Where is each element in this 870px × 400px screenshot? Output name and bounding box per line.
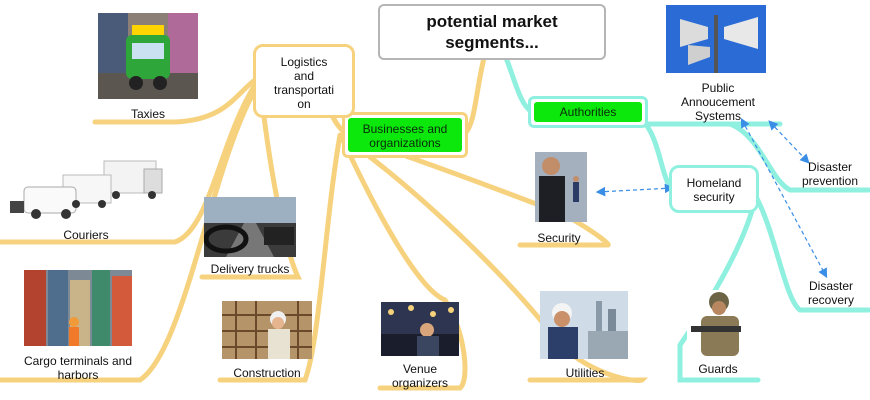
disaster-prevention-label: Disaster prevention (790, 160, 870, 188)
delivery-trucks-photo (204, 197, 296, 257)
utilities-photo (540, 291, 628, 359)
taxi-photo (98, 13, 198, 99)
public-line2: Annoucement (680, 95, 756, 109)
businesses-label-line2: organizations (369, 136, 441, 150)
disaster-prev-line2: prevention (801, 174, 859, 188)
businesses-node[interactable]: Businesses and organizations (342, 112, 468, 158)
venue-photo (381, 302, 459, 356)
security-photo (535, 152, 587, 222)
logistics-line2: and (293, 69, 315, 83)
homeland-security-node[interactable]: Homeland security (669, 165, 759, 213)
link-logistics-couriers (0, 82, 258, 245)
cargo-line1: Cargo terminals and (23, 354, 133, 368)
logistics-line4: on (297, 97, 311, 111)
authorities-label: Authorities (534, 102, 642, 122)
delivery-trucks-label: Delivery trucks (210, 262, 290, 276)
link-logistics-cargo (0, 87, 258, 383)
taxies-label: Taxies (130, 107, 165, 121)
cargo-label: Cargo terminals and harbors (8, 354, 148, 382)
link-businesses-construction (217, 132, 343, 383)
venue-line2: organizers (391, 376, 449, 390)
dashed-security-homeland (595, 183, 675, 197)
authorities-node[interactable]: Authorities (528, 96, 648, 128)
disaster-recovery-label: Disaster recovery (796, 279, 866, 307)
public-line3: Systems (694, 109, 741, 123)
venue-line1: Venue (402, 362, 438, 376)
logistics-line1: Logistics (280, 55, 328, 69)
disaster-rec-line2: recovery (807, 293, 854, 307)
link-authorities-homeland (637, 115, 675, 193)
dashed-public-disaster-prevention (768, 120, 810, 164)
couriers-label: Couriers (63, 228, 109, 242)
cargo-photo (24, 270, 132, 346)
link-logistics-taxies (92, 77, 258, 125)
public-announcement-label: Public Annoucement Systems (668, 81, 768, 123)
guards-photo (687, 290, 747, 356)
construction-photo (222, 301, 312, 359)
root-node[interactable]: potential market segments... (378, 4, 606, 60)
link-businesses-venue (339, 135, 468, 391)
cargo-line2: harbors (57, 368, 99, 382)
public-line1: Public (701, 81, 735, 95)
homeland-line2: security (693, 190, 735, 204)
couriers-photo (8, 157, 166, 221)
utilities-label: Utilities (565, 366, 605, 380)
logistics-line3: transportati (273, 83, 335, 97)
disaster-rec-line1: Disaster (808, 279, 853, 293)
disaster-prev-line1: Disaster (807, 160, 852, 174)
construction-label: Construction (233, 366, 301, 380)
loudspeaker-photo (666, 5, 766, 73)
businesses-label-line1: Businesses and (362, 122, 448, 136)
logistics-node[interactable]: Logistics and transportati on (253, 44, 355, 118)
homeland-line1: Homeland (686, 176, 742, 190)
security-label: Security (537, 231, 581, 245)
venue-label: Venue organizers (380, 362, 460, 390)
root-title-line1: potential market (426, 12, 558, 31)
guards-label: Guards (698, 362, 738, 376)
dashed-public-disaster-recovery (740, 117, 828, 279)
root-title-line2: segments... (445, 33, 539, 52)
